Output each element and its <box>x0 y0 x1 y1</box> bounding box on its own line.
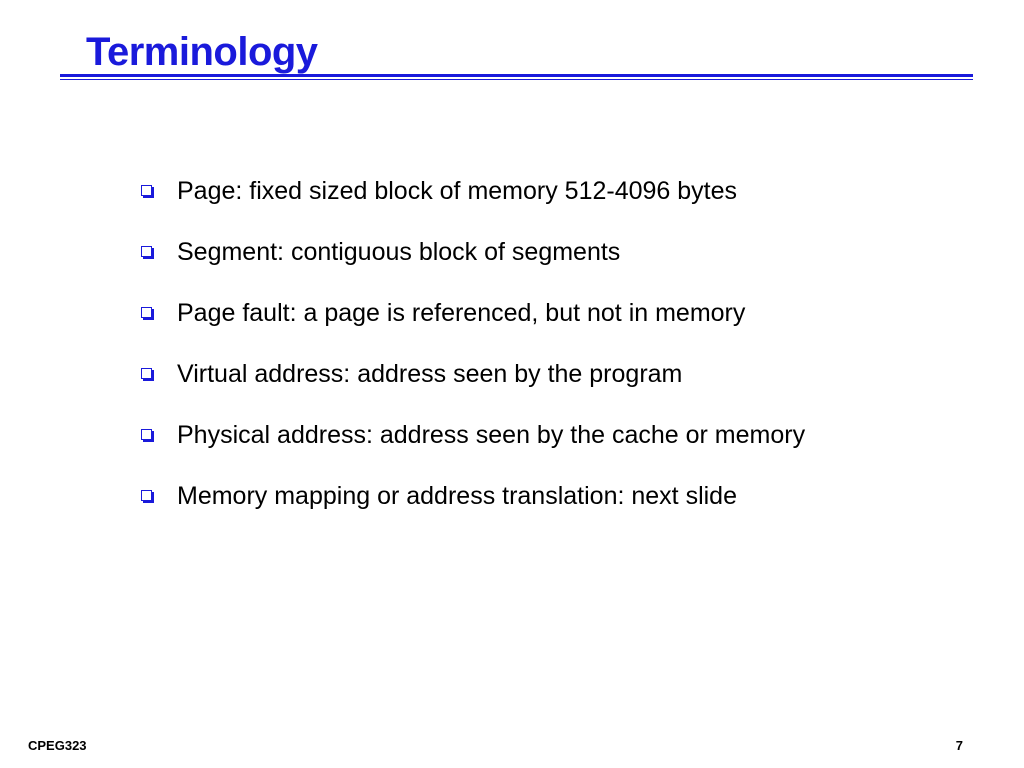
footer-page-number: 7 <box>955 738 963 753</box>
bullet-text: Physical address: address seen by the ca… <box>177 420 806 449</box>
bullet-item: Page: fixed sized block of memory 512-40… <box>139 160 805 221</box>
title-underline <box>60 74 973 77</box>
hollow-square-icon <box>141 429 152 440</box>
bullet-item: Segment: contiguous block of segments <box>139 221 805 282</box>
bullet-item: Physical address: address seen by the ca… <box>139 404 805 465</box>
hollow-square-icon <box>141 307 152 318</box>
hollow-square-icon <box>141 368 152 379</box>
footer-course: CPEG323 <box>28 738 87 753</box>
bullet-item: Page fault: a page is referenced, but no… <box>139 282 805 343</box>
bullet-list: Page: fixed sized block of memory 512-40… <box>139 160 805 526</box>
slide-title: Terminology <box>86 30 318 74</box>
title-underline-thin <box>60 79 973 80</box>
hollow-square-icon <box>141 490 152 501</box>
bullet-text: Virtual address: address seen by the pro… <box>177 359 683 388</box>
bullet-text: Segment: contiguous block of segments <box>177 237 621 266</box>
bullet-item: Virtual address: address seen by the pro… <box>139 343 805 404</box>
bullet-item: Memory mapping or address translation: n… <box>139 465 805 526</box>
bullet-text: Page: fixed sized block of memory 512-40… <box>177 176 738 205</box>
hollow-square-icon <box>141 246 152 257</box>
hollow-square-icon <box>141 185 152 196</box>
bullet-text: Memory mapping or address translation: n… <box>177 481 737 510</box>
bullet-text: Page fault: a page is referenced, but no… <box>177 298 746 327</box>
